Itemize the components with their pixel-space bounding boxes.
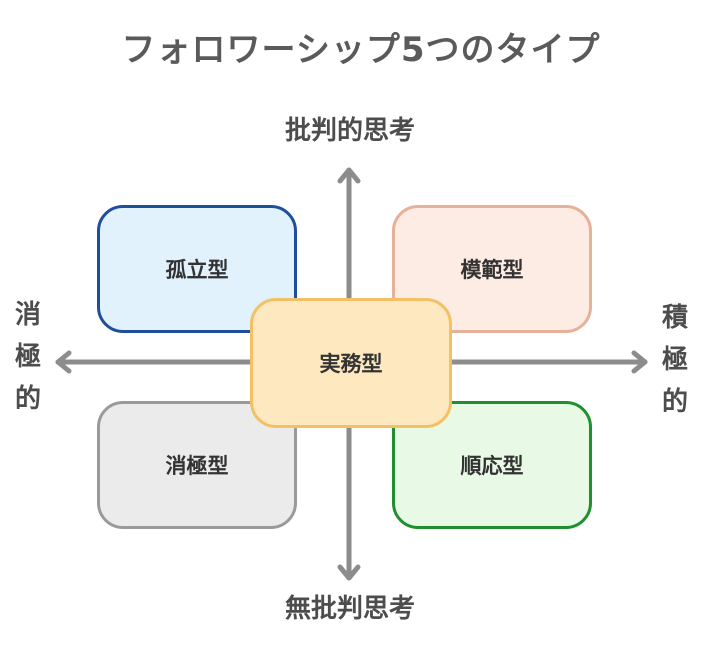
axis-label-bottom: 無批判思考 — [284, 594, 415, 624]
arrow-right-icon — [631, 350, 648, 374]
diagram-title: フォロワーシップ5つのタイプ — [121, 30, 601, 70]
type-label: 順応型 — [460, 454, 524, 478]
axis-label-left-char: 消 — [14, 300, 41, 330]
type-label: 消極型 — [165, 454, 229, 478]
type-label: 孤立型 — [165, 258, 229, 282]
axis-label-right-char: 的 — [661, 387, 688, 417]
axis-label-left: 消 極 的 — [8, 302, 48, 428]
type-box-conformist: 順応型 — [392, 401, 592, 529]
arrow-left-icon — [55, 350, 72, 374]
axis-label-right: 積 極 的 — [655, 305, 695, 431]
arrow-up-icon — [337, 167, 361, 184]
arrow-down-icon — [337, 564, 361, 581]
axis-label-right-char: 極 — [661, 345, 688, 375]
axis-label-left-char: 極 — [14, 342, 41, 372]
axis-label-top: 批判的思考 — [284, 116, 415, 146]
type-label: 実務型 — [319, 352, 383, 376]
type-label: 模範型 — [460, 258, 524, 282]
type-box-pragmatist: 実務型 — [250, 298, 452, 428]
axis-label-right-char: 積 — [661, 303, 688, 333]
axis-label-left-char: 的 — [14, 384, 41, 414]
